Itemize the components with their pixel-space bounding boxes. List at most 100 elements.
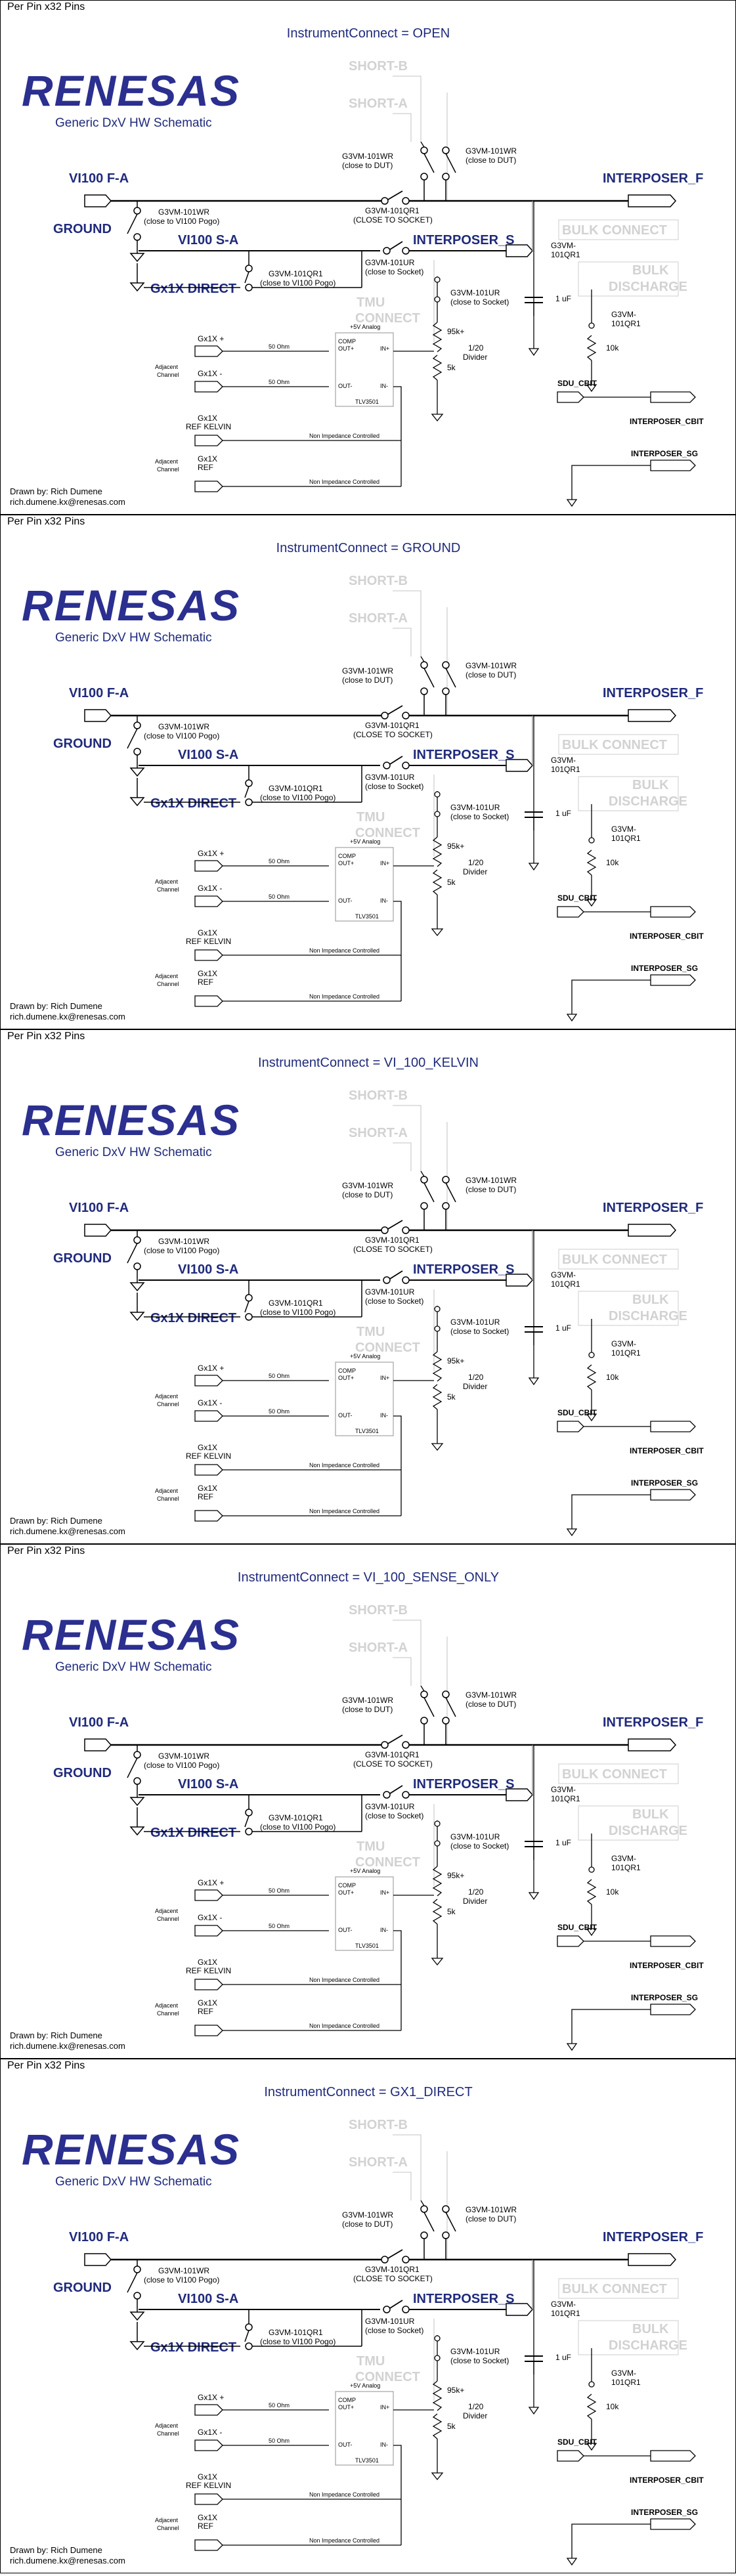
relay-contact-icon [434, 1820, 441, 1827]
gx1x-direct-label: Gx1X DIRECT [150, 1826, 236, 1840]
ground-icon [528, 2407, 540, 2415]
port-connector-icon [194, 2493, 223, 2505]
in-plus-label: IN+ [380, 345, 389, 352]
short-a-label: SHORT-A [349, 2155, 408, 2170]
tlv-label: TLV3501 [355, 1428, 379, 1434]
short-a-wire [393, 628, 412, 656]
wire [420, 141, 425, 148]
r95k-label: 95k+ [447, 1871, 464, 1880]
gx1x-plus-label: Gx1X + [198, 2393, 224, 2402]
interposer-s-label: INTERPOSER_S [413, 748, 514, 762]
divider-label-1: 1/20 [468, 2402, 484, 2411]
relay-switch-icon [244, 786, 249, 798]
relay-qr1-note: (CLOSE TO SOCKET) [353, 1759, 433, 1769]
wire [571, 1494, 651, 1529]
ground-icon [431, 2472, 444, 2481]
instrument-connect-mode: InstrumentConnect = GX1_DIRECT [264, 2085, 472, 2099]
relay-contact-icon [245, 1828, 253, 1835]
relay-contact-icon [133, 1751, 141, 1759]
port-connector-icon [194, 2539, 223, 2551]
port-connector-icon [194, 345, 223, 357]
relay-wr-left-note: (close to DUT) [342, 161, 393, 170]
sdu-cbit-label: SDU_CBIT [557, 1408, 597, 1417]
relay-wr-ground-note: (close to VI100 Pogo) [144, 2275, 219, 2285]
discharge-relay-2: 101QR1 [611, 1863, 641, 1872]
bulk-discharge-box [578, 2320, 679, 2355]
cap-label: 1 uF [555, 2353, 571, 2362]
interposer-s-label: INTERPOSER_S [413, 1777, 514, 1792]
port-connector-icon [557, 391, 584, 403]
relay-wr-right: G3VM-101WR [465, 146, 517, 156]
relay-ur-divider: G3VM-101UR [450, 288, 500, 297]
ref-label-2: REF [198, 977, 213, 987]
schematic-subtitle: Generic DxV HW Schematic [55, 631, 212, 645]
port-connector-icon [194, 1375, 223, 1386]
relay-switch-icon [244, 271, 249, 284]
in-plus-label: IN+ [380, 860, 389, 867]
relay-contact-icon [133, 2265, 141, 2273]
relay-switch-icon [389, 756, 403, 765]
out-plus-label: OUT+ [338, 2404, 354, 2411]
schematic-subtitle: Generic DxV HW Schematic [55, 1146, 212, 1159]
relay-contact-icon [420, 173, 428, 181]
gx1x-plus-label: Gx1X + [198, 1363, 224, 1373]
relay-qr1-note: (CLOSE TO SOCKET) [353, 215, 433, 225]
ground-icon [129, 253, 145, 263]
short-b-label: SHORT-B [349, 1088, 408, 1103]
relay-ur-note: (close to Socket) [365, 1297, 423, 1306]
vi100-fa-label: VI100 F-A [69, 2230, 129, 2244]
rail-label: +5V Analog [350, 324, 380, 330]
adjacent-channel-1: Adjacent [155, 1393, 179, 1400]
relay-switch-icon [244, 1815, 249, 1828]
ground-icon [566, 2558, 578, 2566]
tmu-label-1: TMU [357, 295, 385, 310]
relay-ur-label: G3VM-101UR [365, 258, 415, 267]
bulk-discharge-label-1: BULK [632, 263, 669, 278]
out-minus-label: OUT- [338, 1412, 353, 1419]
wire [393, 1415, 402, 1516]
adjacent-channel-2: Channel [157, 372, 179, 378]
relay-wr-ground-note: (close to VI100 Pogo) [144, 1761, 219, 1770]
relay-qr1-gx-note: (close to VI100 Pogo) [260, 278, 336, 288]
relay-contact-icon [402, 762, 410, 769]
relay-contact-icon [434, 1306, 441, 1312]
relay-contact-icon [402, 247, 410, 255]
comparator-box [335, 847, 394, 922]
ohm50-minus: 50 Ohm [269, 1923, 290, 1929]
relay-ur-note: (close to Socket) [365, 2326, 423, 2335]
short-a-label: SHORT-A [349, 97, 408, 111]
relay-ur-note: (close to Socket) [365, 267, 423, 276]
rail-label: +5V Analog [350, 1353, 380, 1360]
non-impedance-1: Non Impedance Controlled [309, 947, 379, 954]
discharge-relay-1: G3VM- [611, 310, 636, 319]
in-minus-label: IN- [380, 1412, 388, 1419]
relay-contact-icon [383, 2306, 391, 2313]
gx1x-minus-label: Gx1X - [198, 884, 222, 893]
short-b-wire [393, 2134, 422, 2200]
adjacent-channel-ref-2: Channel [157, 1495, 179, 1502]
relay-switch-icon [244, 1300, 249, 1313]
port-connector-icon [557, 2450, 584, 2462]
r10k-label: 10k [606, 1373, 619, 1382]
r10k-label: 10k [606, 343, 619, 353]
instrument-connect-mode: InstrumentConnect = VI_100_KELVIN [258, 1056, 479, 1070]
relay-switch-icon [423, 1182, 435, 1203]
short-b-wire [393, 75, 422, 142]
r10k-label: 10k [606, 858, 619, 867]
resistor-icon [432, 836, 443, 867]
port-connector-icon [650, 1489, 696, 1501]
comp-label: COMP [338, 853, 356, 859]
sdu-cbit-label: SDU_CBIT [557, 2437, 597, 2447]
interposer-sg-label: INTERPOSER_SG [631, 2508, 698, 2517]
relay-qr1-gx-label: G3VM-101QR1 [269, 1813, 323, 1822]
relay-wr-ground: G3VM-101WR [158, 1237, 209, 1246]
author-line: Drawn by: Rich Dumene [10, 1516, 102, 1526]
port-connector-icon [84, 1224, 112, 1237]
interposer-sg-label: INTERPOSER_SG [631, 449, 698, 458]
divider-label-2: Divider [463, 1897, 487, 1906]
short-b-label: SHORT-B [349, 574, 408, 588]
ground-icon [129, 767, 145, 777]
relay-contact-icon [434, 2355, 441, 2361]
relay-contact-icon [245, 779, 253, 787]
ref-kelvin-label-1: Gx1X [198, 928, 217, 937]
